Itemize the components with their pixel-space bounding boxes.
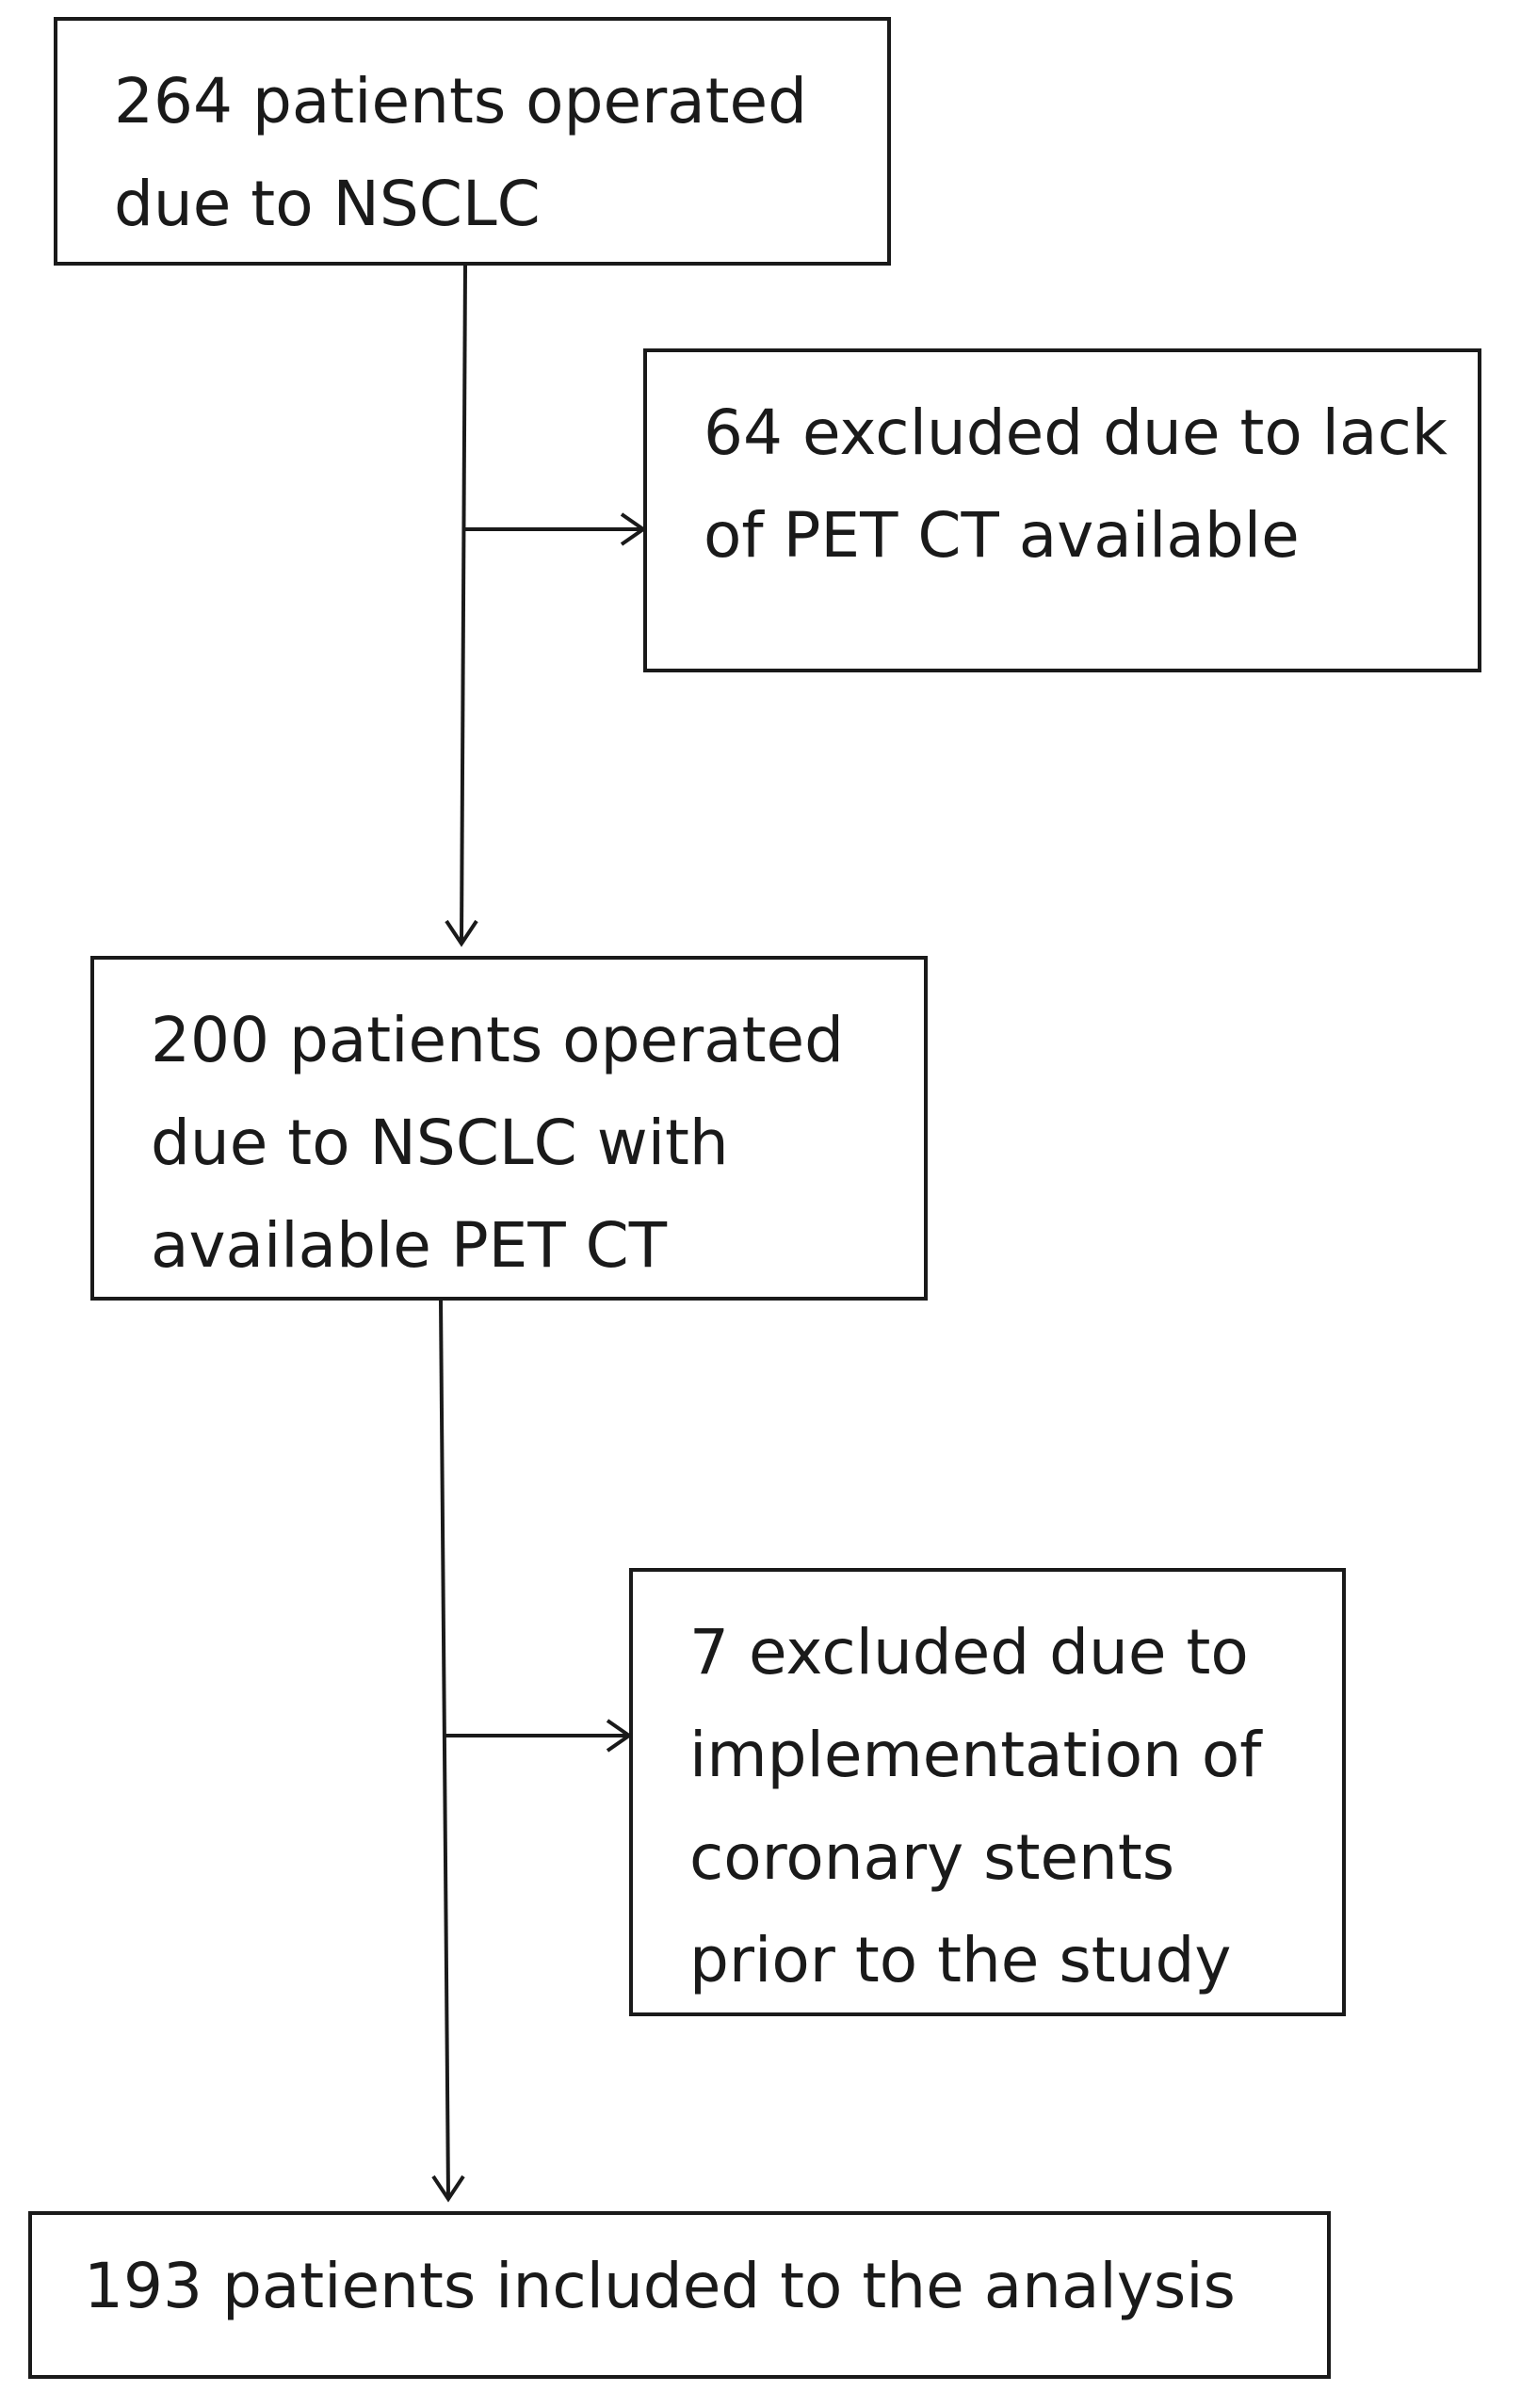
exclusion-box-2-line-2: implementation of	[689, 1718, 1262, 1791]
middle-box-line-3: available PET CT	[151, 1208, 668, 1282]
final-box-line-1: 193 patients included to the analysis	[84, 2250, 1236, 2322]
final-box: 193 patients included to the analysis	[28, 2211, 1331, 2379]
middle-box: 200 patients operated due to NSCLC with …	[90, 956, 928, 1301]
connector-start-to-middle	[460, 265, 467, 943]
exclusion-box-1-line-2: of PET CT available	[704, 498, 1300, 572]
exclusion-box-2-line-4: prior to the study	[689, 1923, 1232, 1996]
connector-middle-to-final	[439, 1300, 450, 2198]
exclusion-box-2-line-3: coronary stents	[689, 1820, 1175, 1894]
middle-box-line-1: 200 patients operated	[151, 1004, 845, 1076]
exclusion-box-2: 7 excluded due to implementation of coro…	[629, 1568, 1346, 2016]
middle-box-line-2: due to NSCLC with	[151, 1106, 729, 1179]
arrowhead-final	[431, 2174, 465, 2203]
start-box-line-1: 264 patients operated	[114, 65, 808, 137]
start-box-line-2: due to NSCLC	[114, 167, 541, 240]
start-box: 264 patients operated due to NSCLC	[54, 17, 891, 266]
exclusion-box-1: 64 excluded due to lack of PET CT availa…	[643, 348, 1481, 672]
arrowhead-middle	[445, 919, 478, 947]
exclusion-box-2-line-1: 7 excluded due to	[689, 1616, 1249, 1689]
exclusion-box-1-line-1: 64 excluded due to lack	[704, 396, 1448, 469]
